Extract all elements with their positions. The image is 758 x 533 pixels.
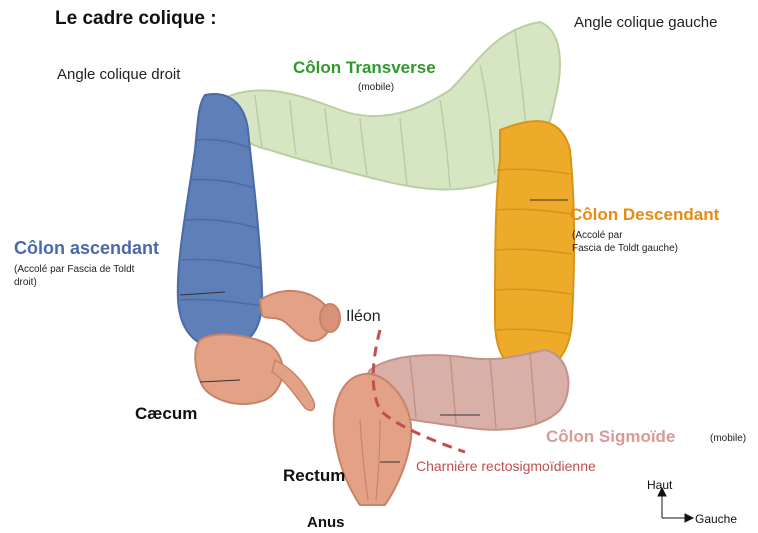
ileum-opening (320, 304, 340, 332)
label-ileon: Iléon (346, 308, 381, 326)
compass-up-label: Haut (647, 478, 672, 492)
label-colon-descendant: Côlon Descendant (570, 205, 719, 225)
caecum-shape (195, 335, 283, 404)
label-colon-sigmoide-note: (mobile) (710, 433, 746, 445)
label-colon-transverse: Côlon Transverse (293, 58, 436, 78)
label-caecum: Cæcum (135, 404, 197, 424)
page-title: Le cadre colique : (55, 8, 217, 30)
label-colon-ascendant: Côlon ascendant (14, 238, 159, 259)
descending-colon-shape (495, 121, 574, 372)
label-colon-sigmoide: Côlon Sigmoïde (546, 427, 675, 447)
label-anus: Anus (307, 514, 345, 531)
label-colon-descendant-note-1: (Accolé par (572, 230, 623, 242)
label-charniere-rectosigmoidienne: Charnière rectosigmoïdienne (416, 458, 596, 474)
label-angle-colique-gauche: Angle colique gauche (574, 14, 717, 31)
label-rectum: Rectum (283, 466, 345, 486)
label-colon-ascendant-note-2: droit) (14, 277, 37, 289)
label-colon-descendant-note-2: Fascia de Toldt gauche) (572, 243, 678, 255)
orientation-compass (658, 488, 693, 522)
label-colon-ascendant-note-1: (Accolé par Fascia de Toldt (14, 264, 134, 276)
label-colon-transverse-note: (mobile) (358, 82, 394, 94)
label-angle-colique-droit: Angle colique droit (57, 66, 180, 83)
compass-right-label: Gauche (695, 512, 737, 526)
